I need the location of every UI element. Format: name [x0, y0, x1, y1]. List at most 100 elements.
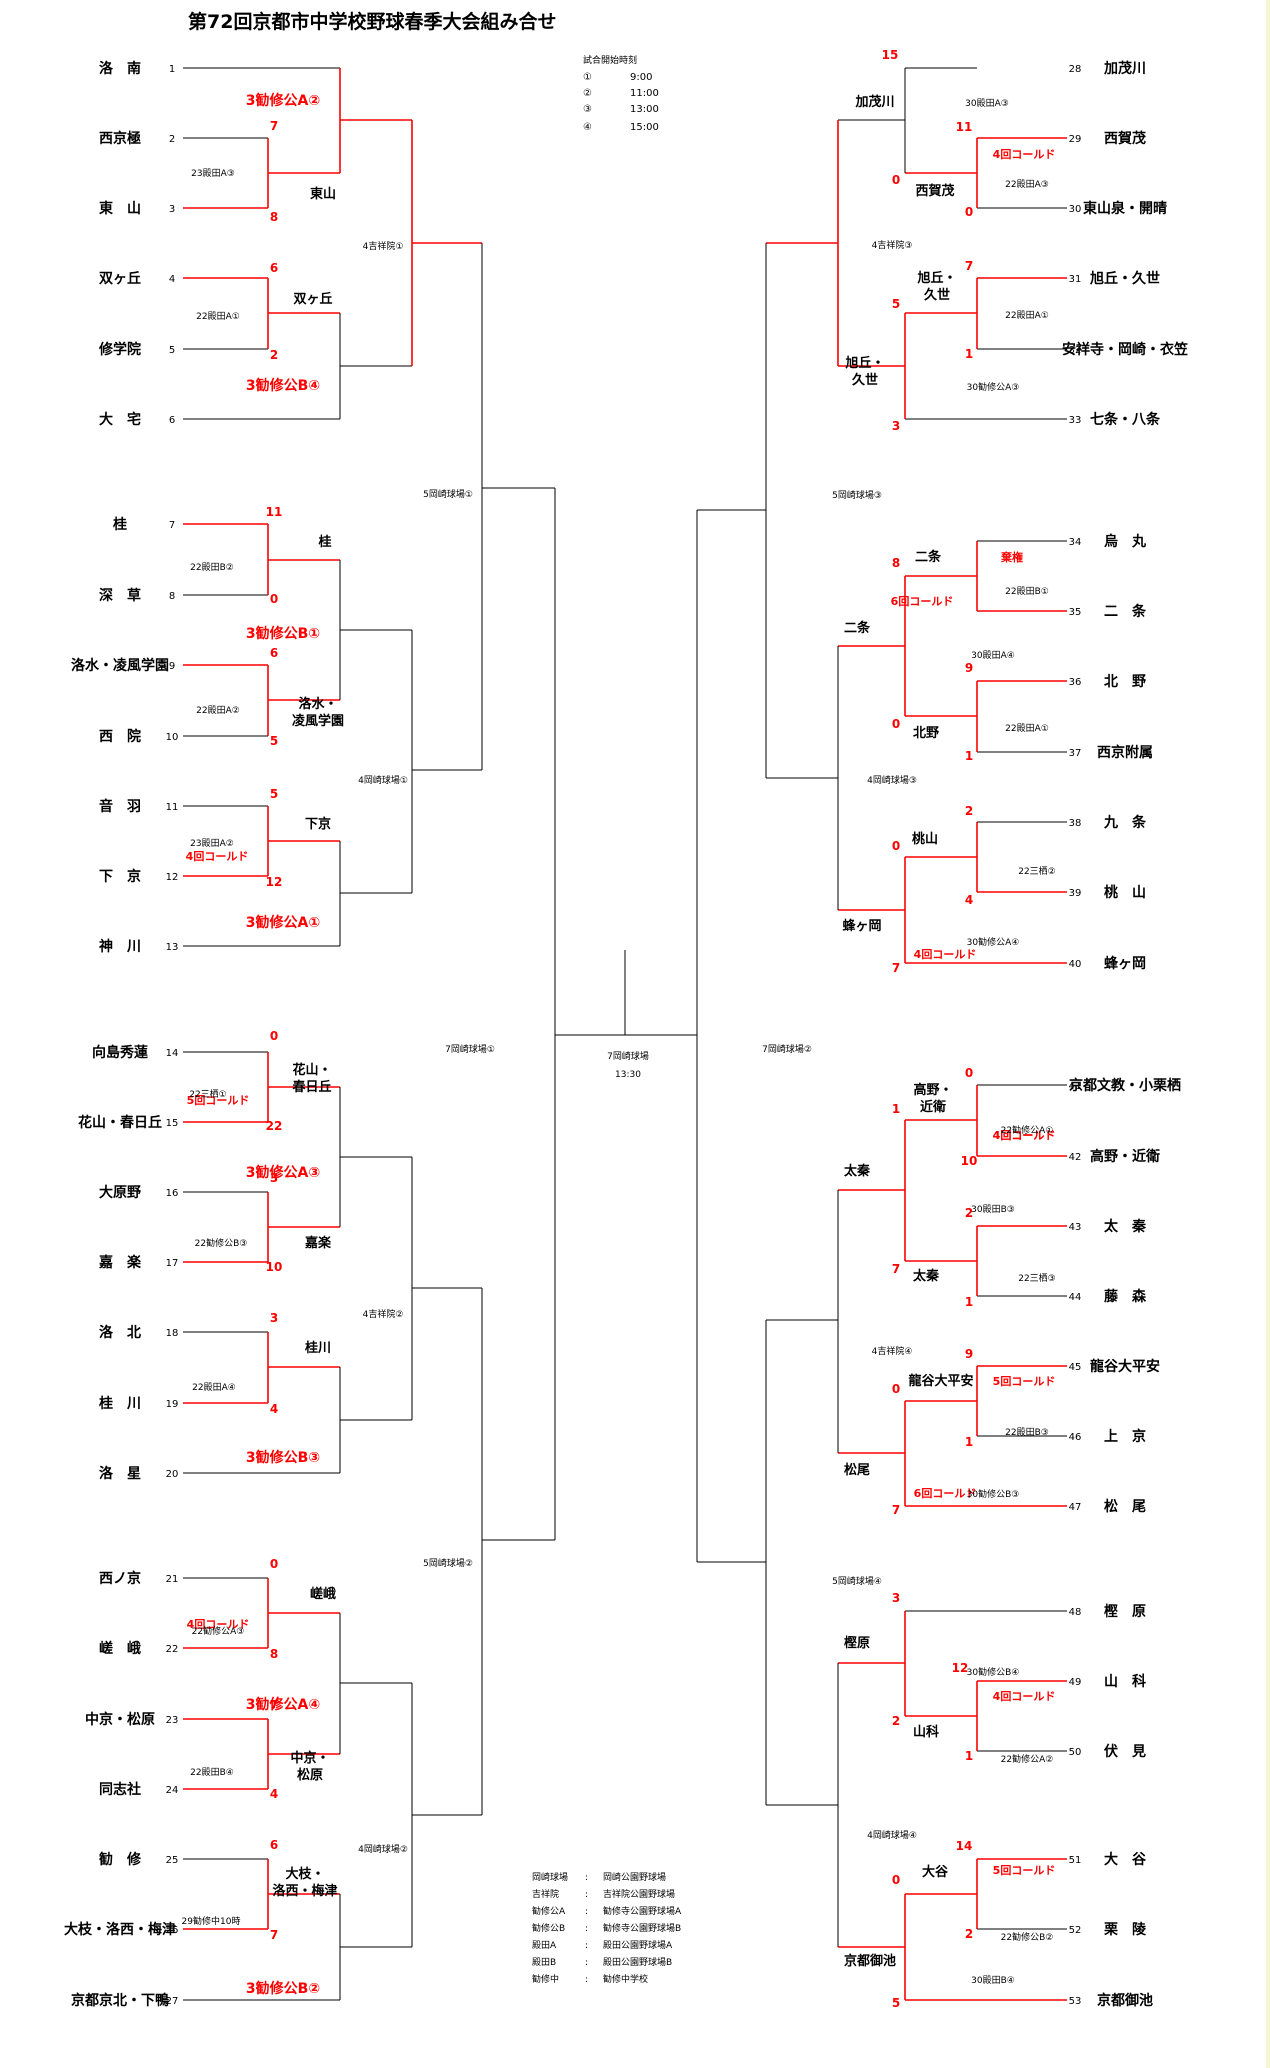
winner-label: 太秦	[843, 1163, 871, 1179]
team-name: 音 羽	[99, 798, 141, 815]
winner-label: 双ヶ丘	[293, 292, 332, 307]
team-name: 烏 丸	[1104, 533, 1147, 550]
team-number: 50	[1069, 1747, 1082, 1758]
team-number: 18	[166, 1328, 179, 1339]
team-number: 41	[1069, 1081, 1082, 1092]
venue-code: 22勧修公B②	[1001, 1931, 1054, 1943]
venue-code: 3勧修公A①	[246, 914, 320, 931]
team-number: 25	[166, 1855, 179, 1866]
team-number: 32	[1069, 345, 1082, 356]
team-name: 大枝・洛西・梅津	[64, 1921, 176, 1938]
team-name: 勧 修	[99, 1851, 142, 1868]
score: 6	[270, 1838, 278, 1852]
score: 11	[266, 505, 283, 519]
team-name: 大 谷	[1104, 1851, 1147, 1868]
page-edge	[1266, 0, 1270, 2068]
venue-code: 3勧修公B④	[246, 377, 320, 394]
called-game-note: 5回コールド	[993, 1863, 1056, 1877]
called-game-note: 6回コールド	[914, 1486, 977, 1500]
legend-venue: 殿田公園野球場A	[603, 1939, 673, 1951]
team-number: 15	[166, 1118, 179, 1129]
venue-code: 23殿田A②	[190, 838, 234, 849]
venue-code: 30勧修公A④	[967, 936, 1020, 948]
score: 1	[965, 1295, 973, 1309]
score: 5	[270, 734, 278, 748]
team-name: 神 川	[99, 938, 141, 955]
venue-code: 22勧修公A③	[192, 1625, 245, 1637]
legend-separator: :	[585, 1907, 588, 1917]
called-game-note: 6回コールド	[891, 594, 954, 608]
team-number: 7	[169, 520, 175, 531]
team-name: 深 草	[99, 587, 141, 604]
called-game-note: 棄権	[1000, 550, 1023, 564]
team-number: 34	[1069, 537, 1082, 548]
legend-venue: 勧修中学校	[603, 1973, 648, 1985]
team-name: 東山泉・開晴	[1083, 200, 1167, 217]
schedule-mark: ①	[583, 72, 592, 83]
team-number: 37	[1069, 748, 1082, 759]
winner-label: 嵯峨	[310, 1586, 336, 1602]
team-number: 28	[1069, 64, 1082, 75]
score: 0	[892, 1873, 900, 1887]
team-number: 39	[1069, 888, 1082, 899]
score: 7	[270, 119, 278, 133]
team-number: 27	[166, 1996, 179, 2007]
team-name: 上 京	[1104, 1428, 1146, 1445]
winner-label: 中京・	[290, 1750, 329, 1766]
team-name: 九 条	[1103, 814, 1147, 831]
called-game-note: 5回コールド	[187, 1093, 250, 1107]
team-number: 49	[1069, 1677, 1082, 1688]
venue-code: 3勧修公B③	[246, 1449, 320, 1466]
winner-label: 大枝・	[285, 1866, 324, 1882]
score: 2	[892, 1714, 900, 1728]
venue-code: 4吉祥院②	[363, 1308, 404, 1320]
score: 7	[270, 1928, 278, 1942]
team-number: 20	[166, 1469, 179, 1480]
team-name: 北 野	[1104, 674, 1146, 690]
winner-label: 太秦	[912, 1268, 940, 1284]
winner-label: 北野	[913, 726, 939, 741]
team-number: 36	[1069, 677, 1082, 688]
score: 4	[270, 1787, 278, 1801]
score: 15	[882, 48, 899, 62]
venue-code: 5岡崎球場③	[832, 489, 882, 501]
venue-code: 7岡崎球場	[607, 1050, 649, 1062]
winner-label: 高野・	[913, 1082, 952, 1098]
winner-label: 桂川	[304, 1340, 331, 1356]
venue-code: 22三栖①	[189, 1088, 227, 1100]
score: 22	[266, 1119, 283, 1133]
team-number: 45	[1069, 1362, 1082, 1373]
team-name: 嘉 楽	[98, 1254, 142, 1271]
legend-separator: :	[585, 1890, 588, 1900]
team-number: 14	[166, 1048, 179, 1059]
team-name: 西賀茂	[1104, 130, 1146, 147]
team-number: 22	[166, 1644, 179, 1655]
legend-code: 勧修公B	[532, 1922, 565, 1934]
team-name: 安祥寺・岡崎・衣笠	[1062, 341, 1188, 358]
venue-code: 30殿田A③	[965, 98, 1009, 109]
team-name: 京都文教・小栗栖	[1069, 1077, 1181, 1094]
score: 9	[965, 661, 973, 675]
score: 1	[965, 1435, 973, 1449]
score: 4	[270, 1402, 278, 1416]
team-name: 修学院	[98, 341, 141, 358]
schedule-mark: ②	[583, 88, 592, 99]
team-number: 43	[1069, 1222, 1082, 1233]
venue-code: 29勧修中10時	[182, 1915, 241, 1927]
legend-code: 吉祥院	[532, 1888, 559, 1900]
team-name: 桂	[112, 516, 127, 533]
winner-label: 二条	[844, 620, 871, 636]
team-name: 東 山	[99, 200, 141, 217]
score: 5	[270, 787, 278, 801]
winner-label: 久世	[852, 372, 878, 388]
team-number: 42	[1069, 1152, 1082, 1163]
called-game-note: 4回コールド	[993, 1128, 1056, 1142]
winner-label: 樫原	[844, 1635, 870, 1651]
winner-label: 東山	[310, 186, 336, 202]
venue-code: 22三栖②	[1018, 865, 1056, 877]
score: 1	[965, 1749, 973, 1763]
team-number: 38	[1069, 818, 1082, 829]
team-number: 44	[1069, 1292, 1082, 1303]
score: 2	[965, 1927, 973, 1941]
